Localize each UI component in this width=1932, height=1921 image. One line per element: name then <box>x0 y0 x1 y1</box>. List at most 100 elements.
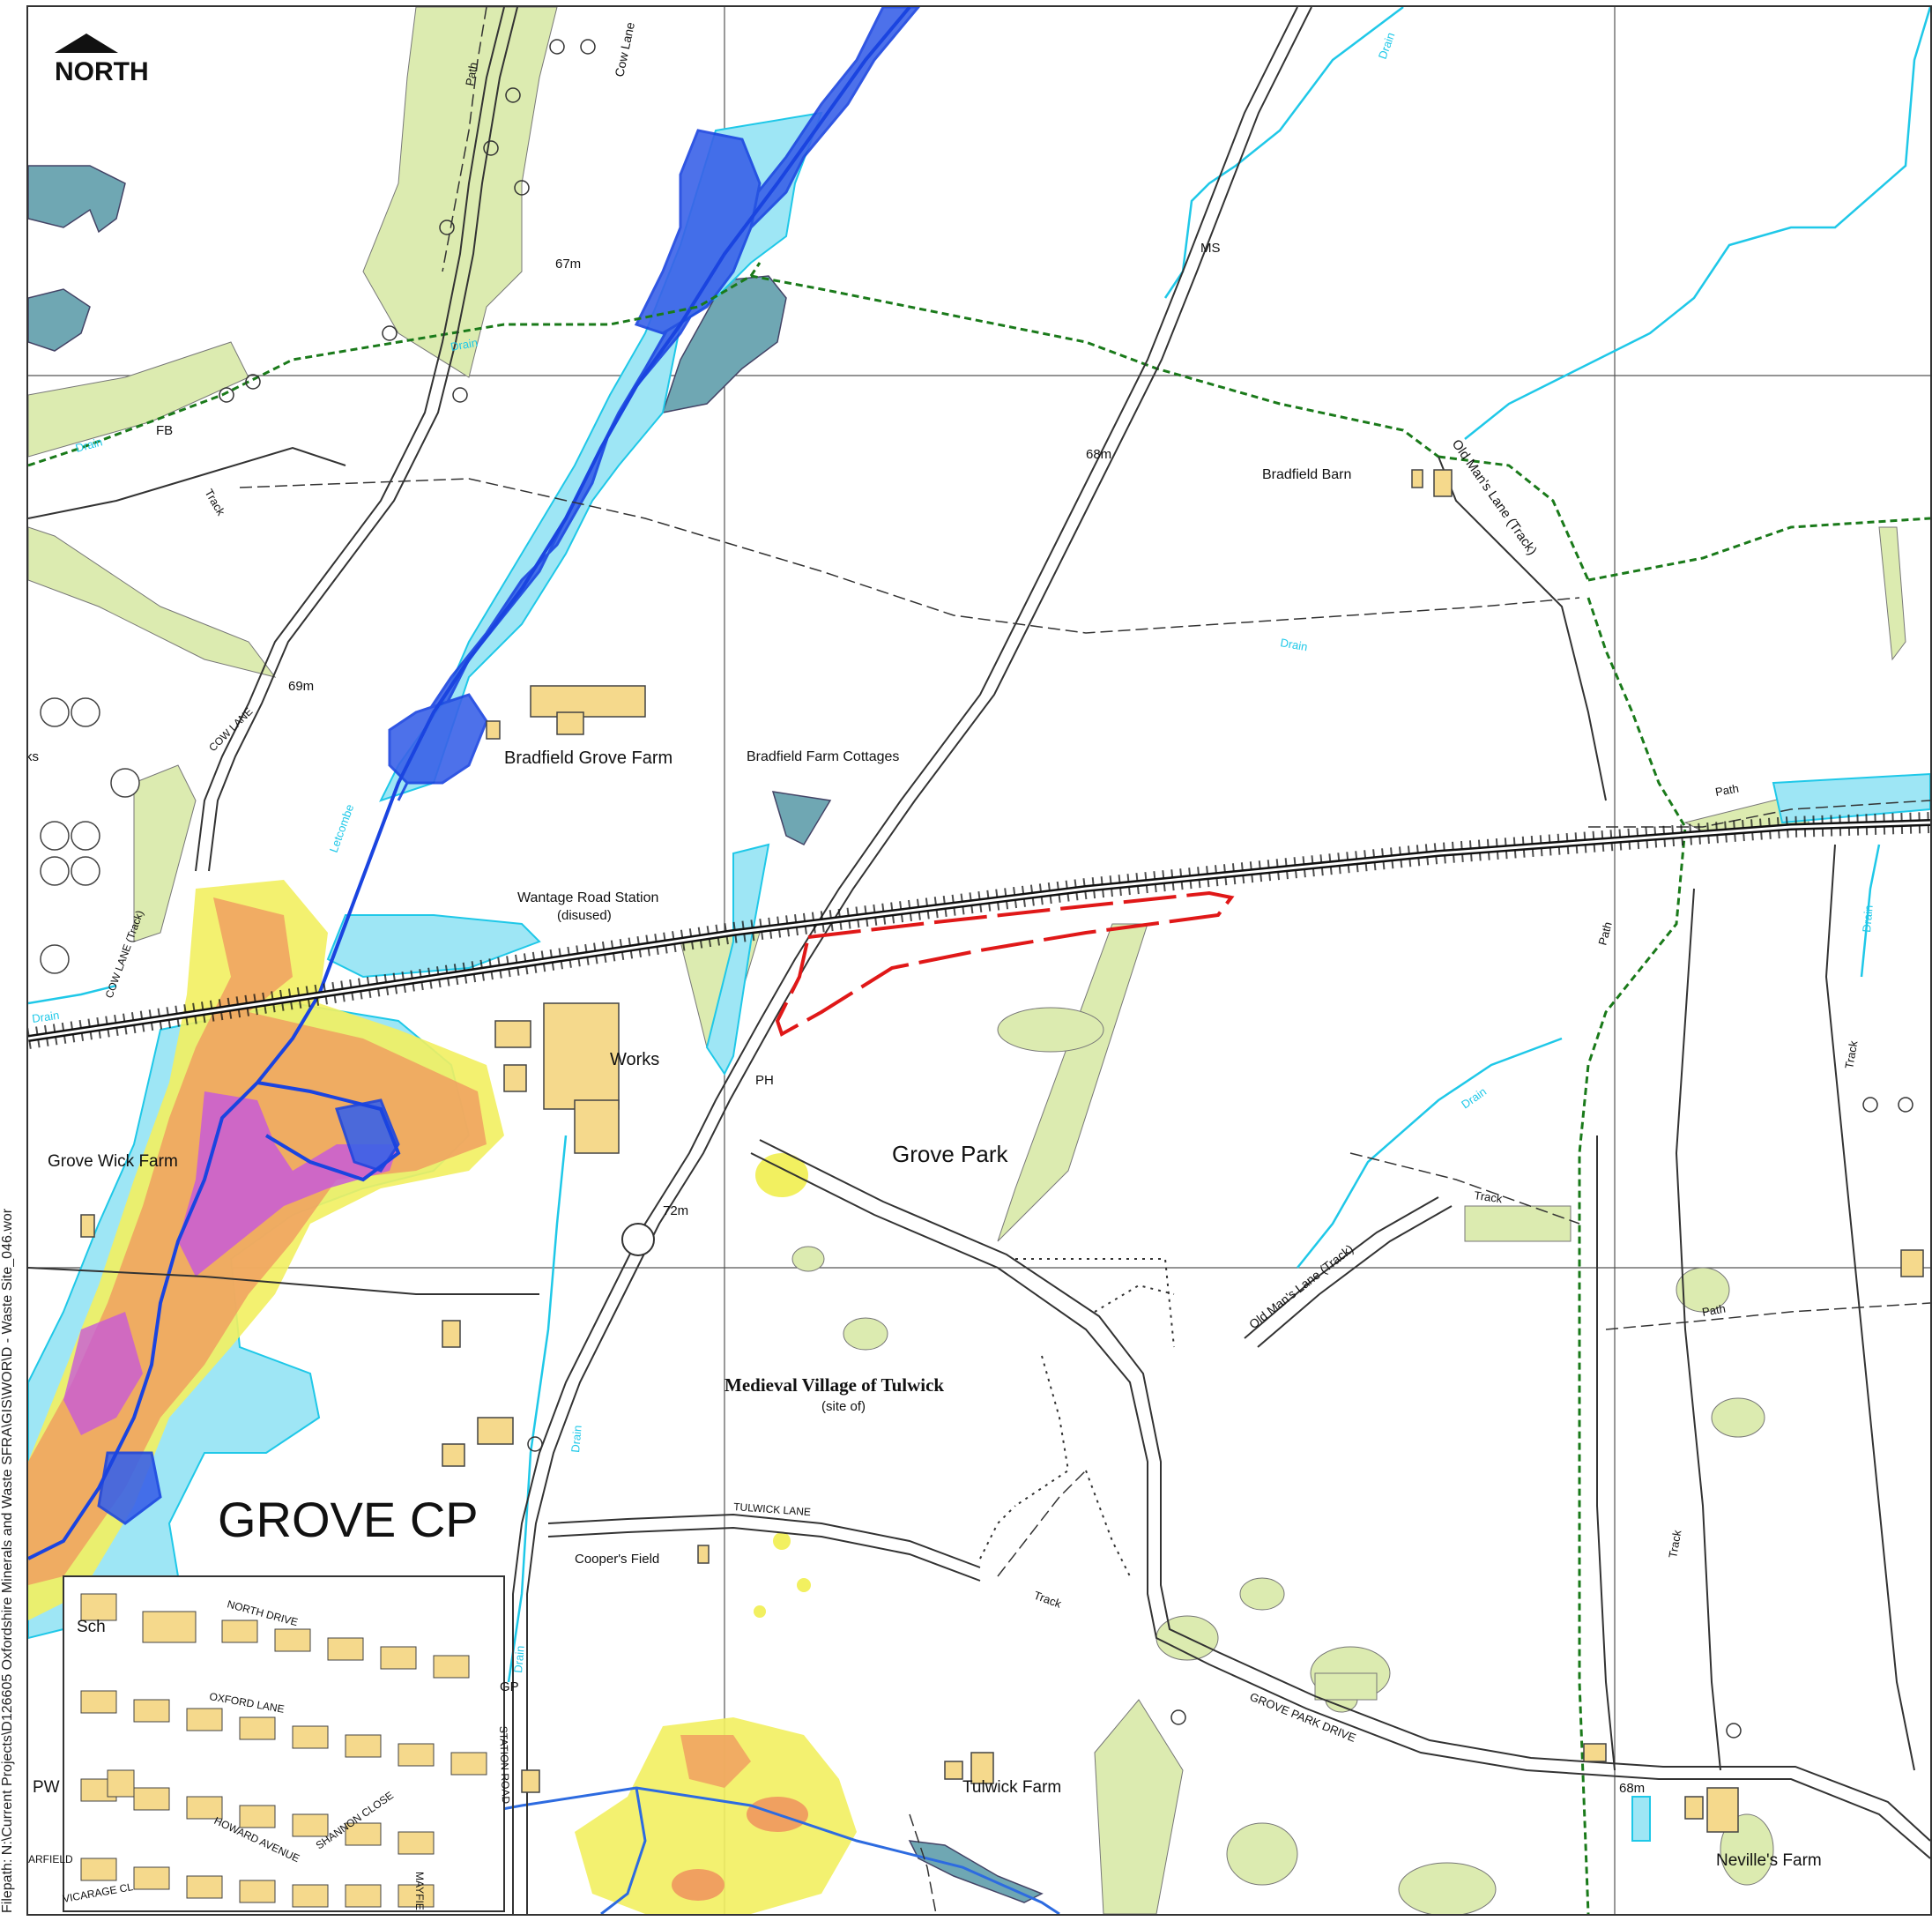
letcombe-brook <box>28 7 911 1560</box>
label-letcombe: Letcombe <box>327 802 357 854</box>
drain-grove-park <box>1297 1037 1563 1269</box>
drain-ne-2 <box>1464 7 1930 440</box>
building-nevilles-1 <box>1706 1787 1739 1833</box>
woodland-north <box>362 7 558 378</box>
town-block-24 <box>80 1858 117 1881</box>
surface-water-high-west-2 <box>63 1312 143 1435</box>
label-pw: PW <box>33 1778 60 1797</box>
woodland-copse-5 <box>1398 1862 1497 1914</box>
hedge-track <box>1438 455 1590 581</box>
river-south <box>424 1786 1060 1914</box>
tree-icon <box>1898 1097 1913 1113</box>
woodland-west-strip <box>28 341 249 458</box>
earthworks <box>979 1258 1175 1577</box>
tank-1 <box>40 697 70 727</box>
earthwork-1 <box>1015 1258 1175 1348</box>
woodland-copse-2 <box>843 1317 888 1351</box>
town-block-29 <box>345 1884 382 1908</box>
building-nevilles-2 <box>1684 1796 1704 1820</box>
label-drain-8: Drain <box>31 1009 60 1025</box>
label-cow-lane: Cow Lane <box>612 20 637 78</box>
path-south <box>909 1813 937 1914</box>
label-height-68m-b: 68m <box>1619 1781 1645 1796</box>
town-block-19 <box>186 1796 223 1820</box>
label-old-mans-lane-track-2: Old Man's Lane (Track) <box>1246 1241 1356 1331</box>
tank-4 <box>71 821 100 851</box>
filepath-label: Filepath: N:\Current Projects\D126605 Ox… <box>0 1208 15 1913</box>
flood-zone-light-rail-east <box>1772 772 1930 824</box>
town-block-21 <box>292 1813 329 1837</box>
building-grove-drive <box>1583 1743 1607 1762</box>
label-drain-7: Drain <box>511 1645 527 1673</box>
road-cow-lane-1 <box>195 7 505 872</box>
surface-water-low-spot-3 <box>754 1605 766 1618</box>
road-grove-park-drive-1 <box>750 1152 1930 1859</box>
label-ks: ks <box>28 749 39 764</box>
woodland-copse-4 <box>1226 1822 1298 1886</box>
label-medieval-village: Medieval Village of Tulwick <box>724 1374 944 1396</box>
town-block-9 <box>80 1690 117 1714</box>
pond-north-gravel <box>661 275 787 413</box>
town-block-31 <box>107 1769 135 1798</box>
label-coopers-field: Cooper's Field <box>575 1552 659 1567</box>
path-medieval <box>997 1470 1087 1577</box>
road-main-1 <box>512 7 1298 1914</box>
label-drain-4: Drain <box>1459 1084 1489 1111</box>
woodland-west-field <box>28 526 277 678</box>
woodland-copse-10 <box>1711 1397 1765 1438</box>
road-grove-park-drive-2 <box>759 1139 1930 1842</box>
north-arrow-icon <box>55 34 118 53</box>
woodland-areas <box>28 7 1906 1914</box>
label-mayfield: MAYFIE <box>413 1872 426 1910</box>
tree-icon <box>580 39 596 55</box>
tree-icon <box>527 1436 543 1452</box>
town-block-30 <box>398 1884 435 1908</box>
tree-icon <box>439 220 455 235</box>
woodland-track-field <box>1464 1205 1572 1242</box>
tank-7 <box>40 944 70 974</box>
flood-zone-light-rail-west <box>705 843 770 1076</box>
hedge-north <box>28 274 1439 467</box>
label-height-69m: 69m <box>288 679 314 694</box>
town-block-26 <box>186 1875 223 1899</box>
road-old-mans-lane-track <box>1438 456 1607 801</box>
woodland-west-belt <box>133 764 197 942</box>
north-label: NORTH <box>55 57 149 86</box>
railway-track-inner <box>28 821 1930 1040</box>
tank-6 <box>71 856 100 886</box>
label-disused: (disused) <box>557 908 612 923</box>
town-block-22 <box>345 1822 382 1846</box>
road-cow-lane-2 <box>208 7 518 872</box>
label-works: Works <box>610 1050 659 1069</box>
pond-north-west-2 <box>28 288 91 352</box>
hedge-nw <box>749 262 762 277</box>
woodland-copse-3 <box>791 1246 825 1272</box>
tree-icon <box>382 325 398 341</box>
woodland-tulwick <box>1094 1699 1184 1914</box>
river-south-branch <box>600 1787 647 1914</box>
roads <box>28 7 1930 1914</box>
label-path-3: Path <box>1701 1302 1727 1319</box>
road-main-2 <box>526 7 1312 1914</box>
road-old-mans-lane-b <box>1257 1205 1453 1348</box>
label-cow-lane-track: COW LANE (Track) <box>103 909 146 1000</box>
label-gp: GP <box>500 1679 519 1694</box>
road-bradfield-west <box>28 446 346 519</box>
label-track-3: Track <box>1842 1039 1860 1070</box>
road-track-east <box>1596 1135 1616 1771</box>
map-frame[interactable]: NORTH GROVE CP Grove Park Works Grove Wi… <box>26 5 1932 1916</box>
building-south-w <box>521 1769 540 1793</box>
town-block-28 <box>292 1884 329 1908</box>
tree-icon <box>1726 1723 1742 1739</box>
building-bradfield-barn <box>1433 469 1453 497</box>
town-block-3 <box>142 1611 197 1643</box>
label-fb: FB <box>156 423 173 438</box>
town-block-15 <box>398 1743 435 1767</box>
building-works-2 <box>574 1099 620 1154</box>
drain-station-road <box>507 1135 568 1683</box>
town-block-18 <box>133 1787 170 1811</box>
label-tulwick-lane: TULWICK LANE <box>733 1500 812 1518</box>
map-canvas[interactable]: NORTH GROVE CP Grove Park Works Grove Wi… <box>28 7 1930 1914</box>
woodland-copse-6 <box>1239 1577 1285 1611</box>
tree-icon <box>1170 1709 1186 1725</box>
